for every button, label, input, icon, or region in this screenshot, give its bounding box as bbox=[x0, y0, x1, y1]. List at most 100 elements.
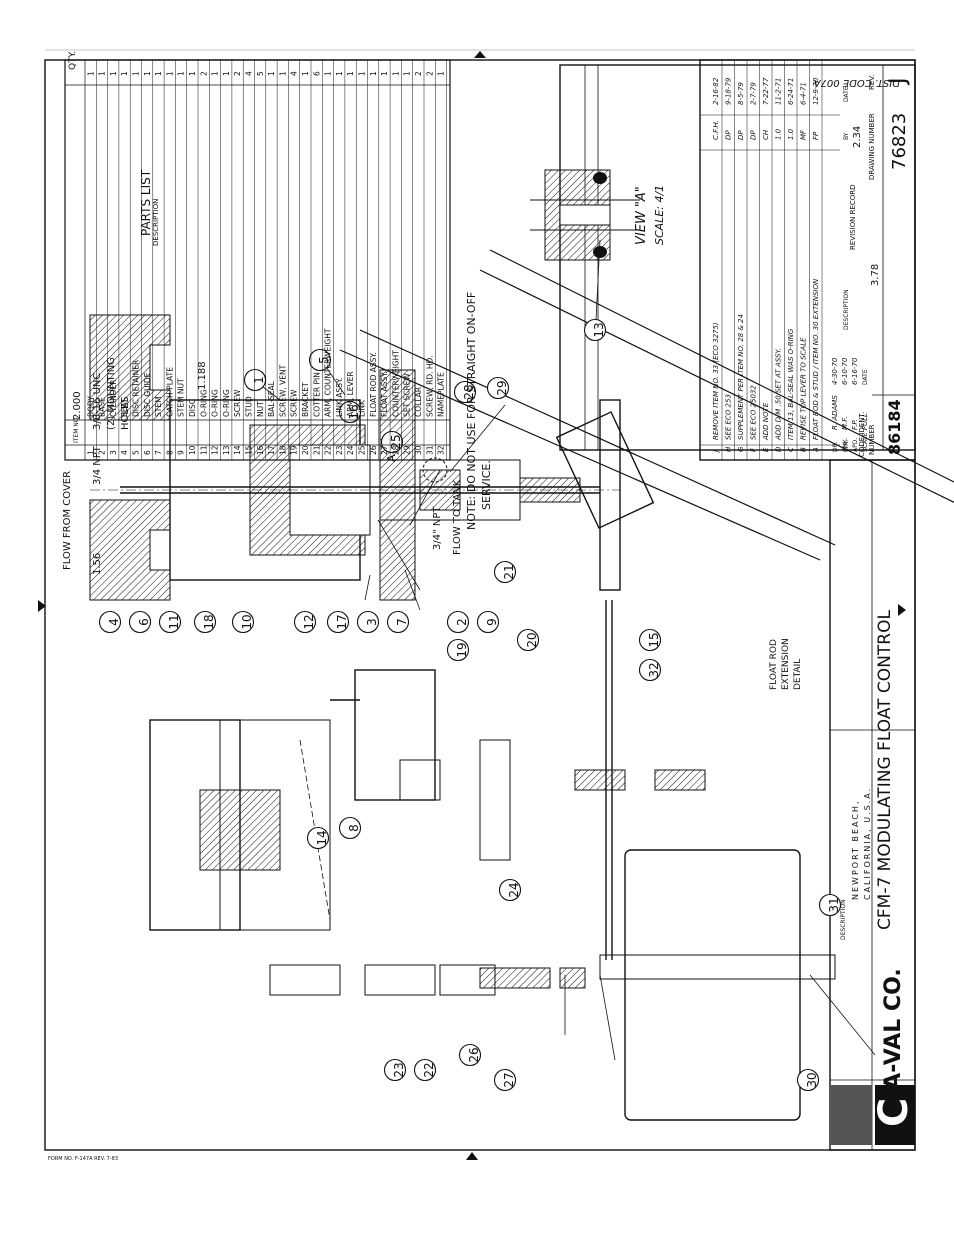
callout-number: 17 bbox=[335, 614, 349, 629]
parts-row-description: COLLAR bbox=[414, 387, 423, 417]
parts-row-qty: 1 bbox=[346, 71, 355, 76]
signoff-scale: SCALE bbox=[862, 433, 869, 452]
parts-row-qty: 1 bbox=[358, 71, 367, 76]
parts-row-qty: 1 bbox=[222, 71, 231, 76]
parts-row-description: SET SCREW bbox=[403, 373, 412, 417]
revision-date: 2-7-79 bbox=[750, 82, 758, 105]
revision-by: MF bbox=[800, 129, 808, 140]
callout-balloon: 3 bbox=[356, 610, 380, 634]
parts-row-qty: 1 bbox=[380, 71, 389, 76]
callout-balloon: 32 bbox=[638, 658, 662, 682]
view-a-detail bbox=[530, 169, 640, 261]
float-rod-detail-2: EXTENSION bbox=[781, 638, 791, 690]
float-rod-detail-3: DETAIL bbox=[793, 659, 803, 690]
callout-number: 27 bbox=[502, 1072, 516, 1087]
callout-number: 4 bbox=[107, 618, 121, 626]
callout-balloon: 8 bbox=[338, 816, 362, 840]
signoff-apd-name: F.P. bbox=[851, 419, 859, 430]
callout-number: 13 bbox=[592, 322, 606, 337]
parts-list-col-item: ITEM NO. bbox=[73, 416, 80, 443]
parts-row-description: LINK ASSY. bbox=[335, 378, 344, 417]
callout-balloon: 19 bbox=[446, 638, 470, 662]
note-line-2: SERVICE. bbox=[480, 460, 493, 510]
rev-label: REV. bbox=[868, 75, 876, 90]
callout-balloon: 27 bbox=[493, 1068, 517, 1092]
callout-number: 10 bbox=[240, 614, 254, 629]
callout-circle bbox=[193, 610, 217, 634]
revision-desc: SEE ECO 25032 bbox=[750, 385, 758, 440]
parts-row-qty: 1 bbox=[165, 71, 174, 76]
parts-row-qty: 5 bbox=[256, 71, 265, 76]
callout-circle bbox=[356, 610, 380, 634]
parts-row-description: STEM bbox=[154, 396, 163, 417]
callout-balloon: 20 bbox=[516, 628, 540, 652]
callout-number: 24 bbox=[507, 882, 521, 897]
callout-number: 20 bbox=[525, 632, 539, 647]
callout-circle bbox=[326, 610, 350, 634]
signoff-scale-val: FULL bbox=[861, 413, 869, 430]
callout-balloon: 2 bbox=[446, 610, 470, 634]
parts-row-qty: 1 bbox=[301, 71, 310, 76]
center-mark-bottom bbox=[466, 1152, 478, 1160]
parts-row-qty: 1 bbox=[86, 71, 95, 76]
callout-balloon: 12 bbox=[293, 610, 317, 634]
parts-row-item-no: 20 bbox=[301, 445, 310, 455]
revision-ltr: E bbox=[762, 447, 770, 452]
center-mark-mid bbox=[898, 604, 906, 616]
parts-row-item-no: 23 bbox=[335, 445, 344, 455]
parts-row-item-no: 9 bbox=[177, 450, 186, 455]
revision-by-header: BY bbox=[843, 132, 850, 140]
callout-circle bbox=[796, 1068, 820, 1092]
callout-circle bbox=[158, 610, 182, 634]
view-a-title: VIEW "A" bbox=[634, 186, 649, 245]
signoff-chk: CHK. bbox=[842, 437, 849, 452]
parts-row-item-no: 12 bbox=[211, 445, 220, 455]
parts-row-description: CYLINDER bbox=[109, 380, 118, 417]
parts-row-item-no: 30 bbox=[414, 445, 423, 455]
callout-balloon: 22 bbox=[413, 1058, 437, 1082]
callout-number: 22 bbox=[422, 1062, 436, 1077]
callout-number: 32 bbox=[647, 662, 661, 677]
callout-number: 30 bbox=[805, 1072, 819, 1087]
valve-section-view bbox=[89, 314, 621, 601]
parts-row-item-no: 7 bbox=[154, 450, 163, 455]
callout-balloon: 6 bbox=[128, 610, 152, 634]
parts-row-description: BRACKET bbox=[301, 382, 310, 417]
link-assembly bbox=[269, 964, 496, 996]
callout-balloon: 4 bbox=[98, 610, 122, 634]
revision-by: C.F.H. bbox=[712, 120, 720, 140]
parts-row-description: SCREW bbox=[233, 389, 242, 417]
callout-circle bbox=[306, 826, 330, 850]
revision-desc-header: DESCRIPTION bbox=[843, 289, 850, 330]
dim-3-4-npt-b: 3/4" NPT bbox=[432, 506, 443, 550]
parts-row-description: NAMEPLATE bbox=[437, 372, 446, 417]
parts-row-description: BASE bbox=[98, 397, 107, 417]
lever-arms bbox=[339, 249, 954, 561]
signoff-chk-date: 6-10-70 bbox=[841, 357, 849, 385]
callout-number: 11 bbox=[167, 614, 181, 629]
revision-desc: ADD NOTE bbox=[762, 402, 770, 441]
dim-mounting-3: HOLES bbox=[120, 396, 131, 430]
dim-mounting-2: (2) MOUNTING bbox=[106, 357, 117, 430]
parts-row-description: LINK bbox=[358, 399, 367, 417]
callout-circle bbox=[338, 816, 362, 840]
callout-balloon: 31 bbox=[818, 893, 842, 917]
parts-row-qty: 1 bbox=[437, 71, 446, 76]
revision-table bbox=[699, 59, 916, 461]
parts-row-item-no: 2 bbox=[98, 450, 107, 455]
parts-row-qty: 1 bbox=[109, 71, 118, 76]
parts-row-item-no: 17 bbox=[267, 445, 276, 455]
parts-row-qty: 1 bbox=[369, 71, 378, 76]
signoff-dr-date: 4-30-70 bbox=[831, 357, 839, 385]
external-view bbox=[149, 669, 511, 931]
callout-number: 5 bbox=[317, 356, 331, 364]
callout-number: 12 bbox=[302, 614, 316, 629]
revision-date: 6-24-71 bbox=[787, 78, 795, 105]
revision-ltr: J bbox=[712, 450, 720, 454]
parts-row-description: O-RING bbox=[211, 389, 220, 417]
parts-row-description: COTTER PIN bbox=[312, 372, 321, 417]
parts-row-qty: 1 bbox=[278, 71, 287, 76]
parts-row-description: CATCH PLATE bbox=[165, 367, 174, 417]
parts-row-qty: 1 bbox=[177, 71, 186, 76]
